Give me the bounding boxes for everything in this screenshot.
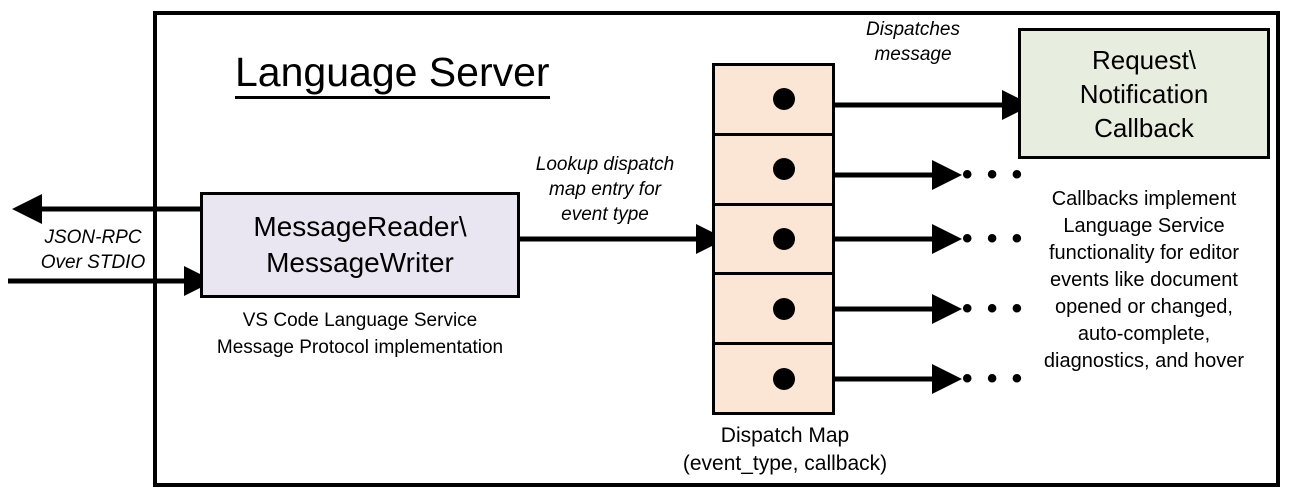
page-title: Language Server bbox=[235, 48, 595, 99]
reader-caption-line-1: VS Code Language Service bbox=[242, 310, 478, 331]
message-reader-writer-box[interactable]: MessageReader\ MessageWriter bbox=[200, 192, 520, 298]
callback-dot-icon bbox=[773, 297, 795, 320]
lookup-label-line-3: event type bbox=[561, 204, 649, 225]
jsonrpc-label-line-1: JSON-RPC bbox=[44, 227, 142, 248]
dispatch-map-table[interactable] bbox=[712, 63, 835, 415]
callback-caption-line-5: opened or changed, bbox=[1055, 296, 1233, 318]
reader-caption-line-2: Message Protocol implementation bbox=[216, 337, 504, 358]
jsonrpc-transport-label: JSON-RPC Over STDIO bbox=[18, 225, 168, 275]
ellipsis-marker: • • • bbox=[962, 158, 1026, 191]
message-writer-label: MessageWriter bbox=[266, 247, 454, 278]
callback-dot-icon bbox=[773, 88, 795, 111]
page-title-text: Language Server bbox=[235, 49, 550, 99]
callback-line-1: Request\ bbox=[1091, 44, 1197, 75]
dispatch-map-row[interactable] bbox=[715, 345, 832, 412]
callback-dot-icon bbox=[773, 367, 795, 390]
callback-description: Callbacks implement Language Service fun… bbox=[1010, 186, 1278, 375]
dispatch-map-caption: Dispatch Map (event_type, callback) bbox=[640, 422, 930, 478]
request-notification-callback-box[interactable]: Request\ Notification Callback bbox=[1018, 28, 1270, 159]
message-reader-writer-caption: VS Code Language Service Message Protoco… bbox=[190, 307, 530, 361]
message-reader-writer-text: MessageReader\ MessageWriter bbox=[253, 209, 466, 281]
dispatch-map-row[interactable] bbox=[715, 275, 832, 346]
callback-caption-line-1: Callbacks implement bbox=[1051, 188, 1237, 210]
jsonrpc-label-line-2: Over STDIO bbox=[40, 252, 146, 273]
lookup-label-line-1: Lookup dispatch bbox=[535, 154, 675, 175]
message-reader-label: MessageReader\ bbox=[253, 211, 467, 242]
dispatch-map-row[interactable] bbox=[715, 66, 832, 136]
callback-box-text: Request\ Notification Callback bbox=[1080, 43, 1209, 145]
callback-caption-line-7: diagnostics, and hover bbox=[1043, 350, 1245, 372]
lookup-dispatch-label: Lookup dispatch map entry for event type bbox=[505, 152, 705, 227]
dispatches-label-line-2: message bbox=[874, 44, 952, 65]
language-server-frame bbox=[153, 11, 1280, 487]
lookup-label-line-2: map entry for bbox=[549, 179, 661, 200]
callback-dot-icon bbox=[773, 158, 795, 181]
dispatch-caption-line-1: Dispatch Map bbox=[720, 424, 850, 447]
callback-caption-line-4: events like document bbox=[1050, 269, 1238, 291]
dispatch-map-row[interactable] bbox=[715, 206, 832, 276]
dispatches-label-line-1: Dispatches bbox=[866, 19, 960, 40]
dispatch-map-row[interactable] bbox=[715, 136, 832, 206]
dispatch-caption-line-2: (event_type, callback) bbox=[682, 452, 888, 475]
callback-caption-line-3: functionality for editor bbox=[1048, 242, 1240, 264]
callback-caption-line-2: Language Service bbox=[1063, 215, 1225, 237]
callback-caption-line-6: auto-complete, bbox=[1077, 323, 1211, 345]
dispatches-message-label: Dispatches message bbox=[833, 17, 993, 67]
callback-line-3: Callback bbox=[1094, 112, 1194, 143]
callback-line-2: Notification bbox=[1079, 78, 1209, 109]
callback-dot-icon bbox=[773, 227, 795, 250]
